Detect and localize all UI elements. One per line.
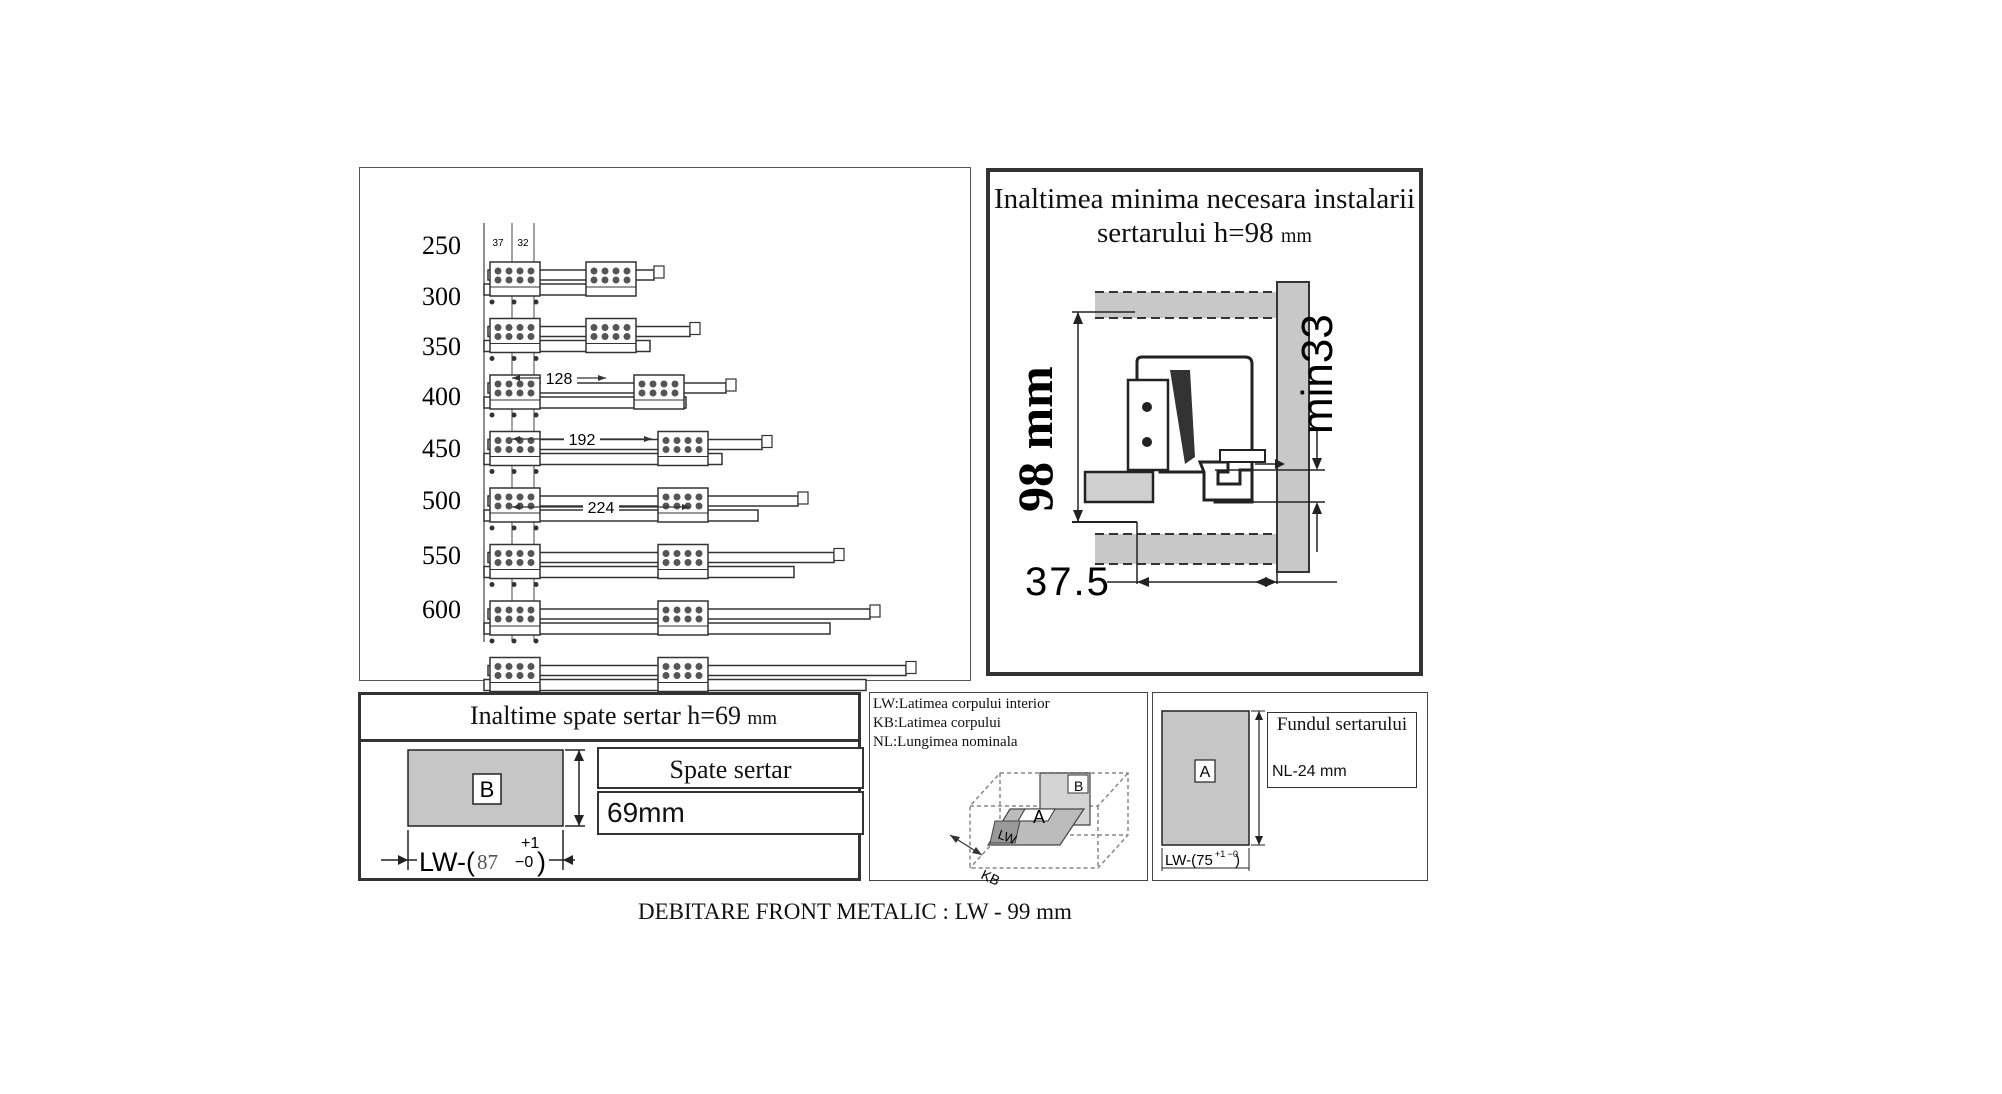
legend-label-b: B [1074, 778, 1083, 794]
drawer-bottom-formula-tol: +1 −0 [1215, 849, 1238, 859]
legend-line-nl: NL:Lungimea nominala [873, 734, 1018, 750]
dimension-37-5: 37.5 [1025, 560, 1111, 604]
drawer-bottom-part-letter: A [1200, 764, 1211, 781]
top-dimension-label: 32 [517, 238, 529, 249]
runner-end-stop [905, 660, 917, 675]
legend-line-kb: KB:Latimea corpului [873, 715, 1001, 731]
legend-text: LW:Latimea corpului interior KB:Latimea … [873, 695, 1050, 752]
drawer-bottom-nl: NL-24 mm [1272, 763, 1347, 780]
drawer-back-drawing: B LW-( 87 +1 −0 ) [381, 749, 585, 877]
top-dimension-label: 37 [492, 238, 504, 249]
runner-rail-lower [483, 622, 831, 635]
drawer-back-title-text: Inaltime spate sertar h=69 [470, 701, 741, 730]
runner-rail-lower [483, 509, 759, 522]
drawer-bottom-formula-close: ) [1235, 852, 1240, 869]
drawer-bottom-info-box: Fundul sertarului NL-24 mm [1267, 712, 1417, 788]
spacing-dimension-label: 128 [546, 371, 573, 388]
drawer-back-title: Inaltime spate sertar h=69 mm [470, 701, 777, 731]
runner-length-label: 450 [422, 434, 461, 463]
drawer-back-title-unit: mm [747, 708, 778, 729]
runner-end-stop [833, 547, 845, 562]
runner-end-stop [761, 434, 773, 449]
runner-end-stop [869, 604, 881, 618]
cabinet-side [1276, 281, 1310, 573]
drawer-back-box-value: 69mm [597, 791, 864, 835]
minimum-height-title-unit: mm [1280, 225, 1312, 247]
drawer-bottom-formula: LW-(75 [1165, 852, 1213, 869]
legend-label-a: A [1033, 807, 1045, 827]
runner-end-stop [725, 378, 737, 392]
runner-length-label: 400 [422, 382, 461, 411]
drawer-back-panel: Inaltime spate sertar h=69 mm B LW-( 87 … [358, 692, 864, 881]
drawer-back-box-label: Spate sertar [597, 747, 864, 789]
top-shelf [1095, 292, 1277, 318]
drawer-back-formula-value: 87 [477, 850, 498, 874]
drawer-bottom-title: Fundul sertarului [1276, 714, 1408, 735]
runner-end-stop [653, 265, 665, 279]
runner-rail-lower [483, 339, 651, 353]
drawer-back-formula-tol-plus: +1 [521, 835, 539, 852]
minimum-height-panel: Inaltimea minima necesara instalarii ser… [986, 168, 1423, 676]
runner-length-label: 550 [422, 541, 461, 570]
runner-rail-lower [483, 452, 723, 466]
dimension-min33: min33 [1293, 314, 1342, 434]
dimension-98mm: 98 mm [1007, 366, 1063, 512]
spacing-dimension-label: 192 [569, 432, 596, 449]
drawer-back-formula-tol-minus: −0 [515, 854, 533, 871]
minimum-height-title-line1: Inaltimea minima necesara instalarii [993, 183, 1416, 215]
minimum-height-title: Inaltimea minima necesara instalarii ser… [990, 182, 1419, 253]
runner-rail-lower [483, 396, 687, 409]
runner-length-label: 250 [422, 231, 461, 260]
bottom-shelf [1095, 534, 1277, 564]
runner-lengths-panel: 37 32 250 300 350 400 450 500 550 600 128 192 224 [359, 167, 971, 700]
drawer-section-drawing: 98 mm min33 37.5 [1007, 281, 1342, 604]
minimum-height-title-line2: sertarului h=98 [1097, 217, 1274, 249]
legend-panel: LW:Latimea corpului interior KB:Latimea … [869, 692, 1148, 889]
runner-length-label: 500 [422, 486, 461, 515]
cabinet-isometric-drawing: B A LW KB [949, 772, 1129, 889]
legend-line-lw: LW:Latimea corpului interior [873, 696, 1050, 712]
drawer-back-formula-suffix: ) [537, 847, 546, 877]
runner-lengths-drawing: 37 32 250 300 350 400 450 500 550 600 128 192 224 [422, 223, 917, 700]
runner-end-stop [689, 321, 701, 336]
legend-label-kb: KB [979, 866, 1003, 888]
drawer-back-formula-prefix: LW-( [419, 847, 475, 877]
runner-length-label: 300 [422, 282, 461, 311]
drawer-back-part-letter: B [480, 777, 495, 802]
drawer-bottom-drawing: A LW-(75 +1 −0 ) [1161, 710, 1265, 871]
drawer-back-header [361, 695, 858, 742]
runner-rail-lower [483, 565, 795, 579]
drawer-bottom-panel: A LW-(75 +1 −0 ) Fundul sertarului NL-24… [1152, 692, 1428, 881]
legend-label-lw: LW [996, 827, 1019, 848]
drawer-bottom [1083, 470, 1155, 504]
drawer-front-bracket [1126, 378, 1170, 472]
drawer-wall [1170, 370, 1195, 464]
caption-front-cut: DEBITARE FRONT METALIC : LW - 99 mm [638, 899, 1072, 924]
runner-end-stop [797, 491, 809, 505]
runner-length-label: 600 [422, 595, 461, 624]
spacing-dimension-label: 224 [588, 500, 615, 517]
runner-length-label: 350 [422, 332, 461, 361]
